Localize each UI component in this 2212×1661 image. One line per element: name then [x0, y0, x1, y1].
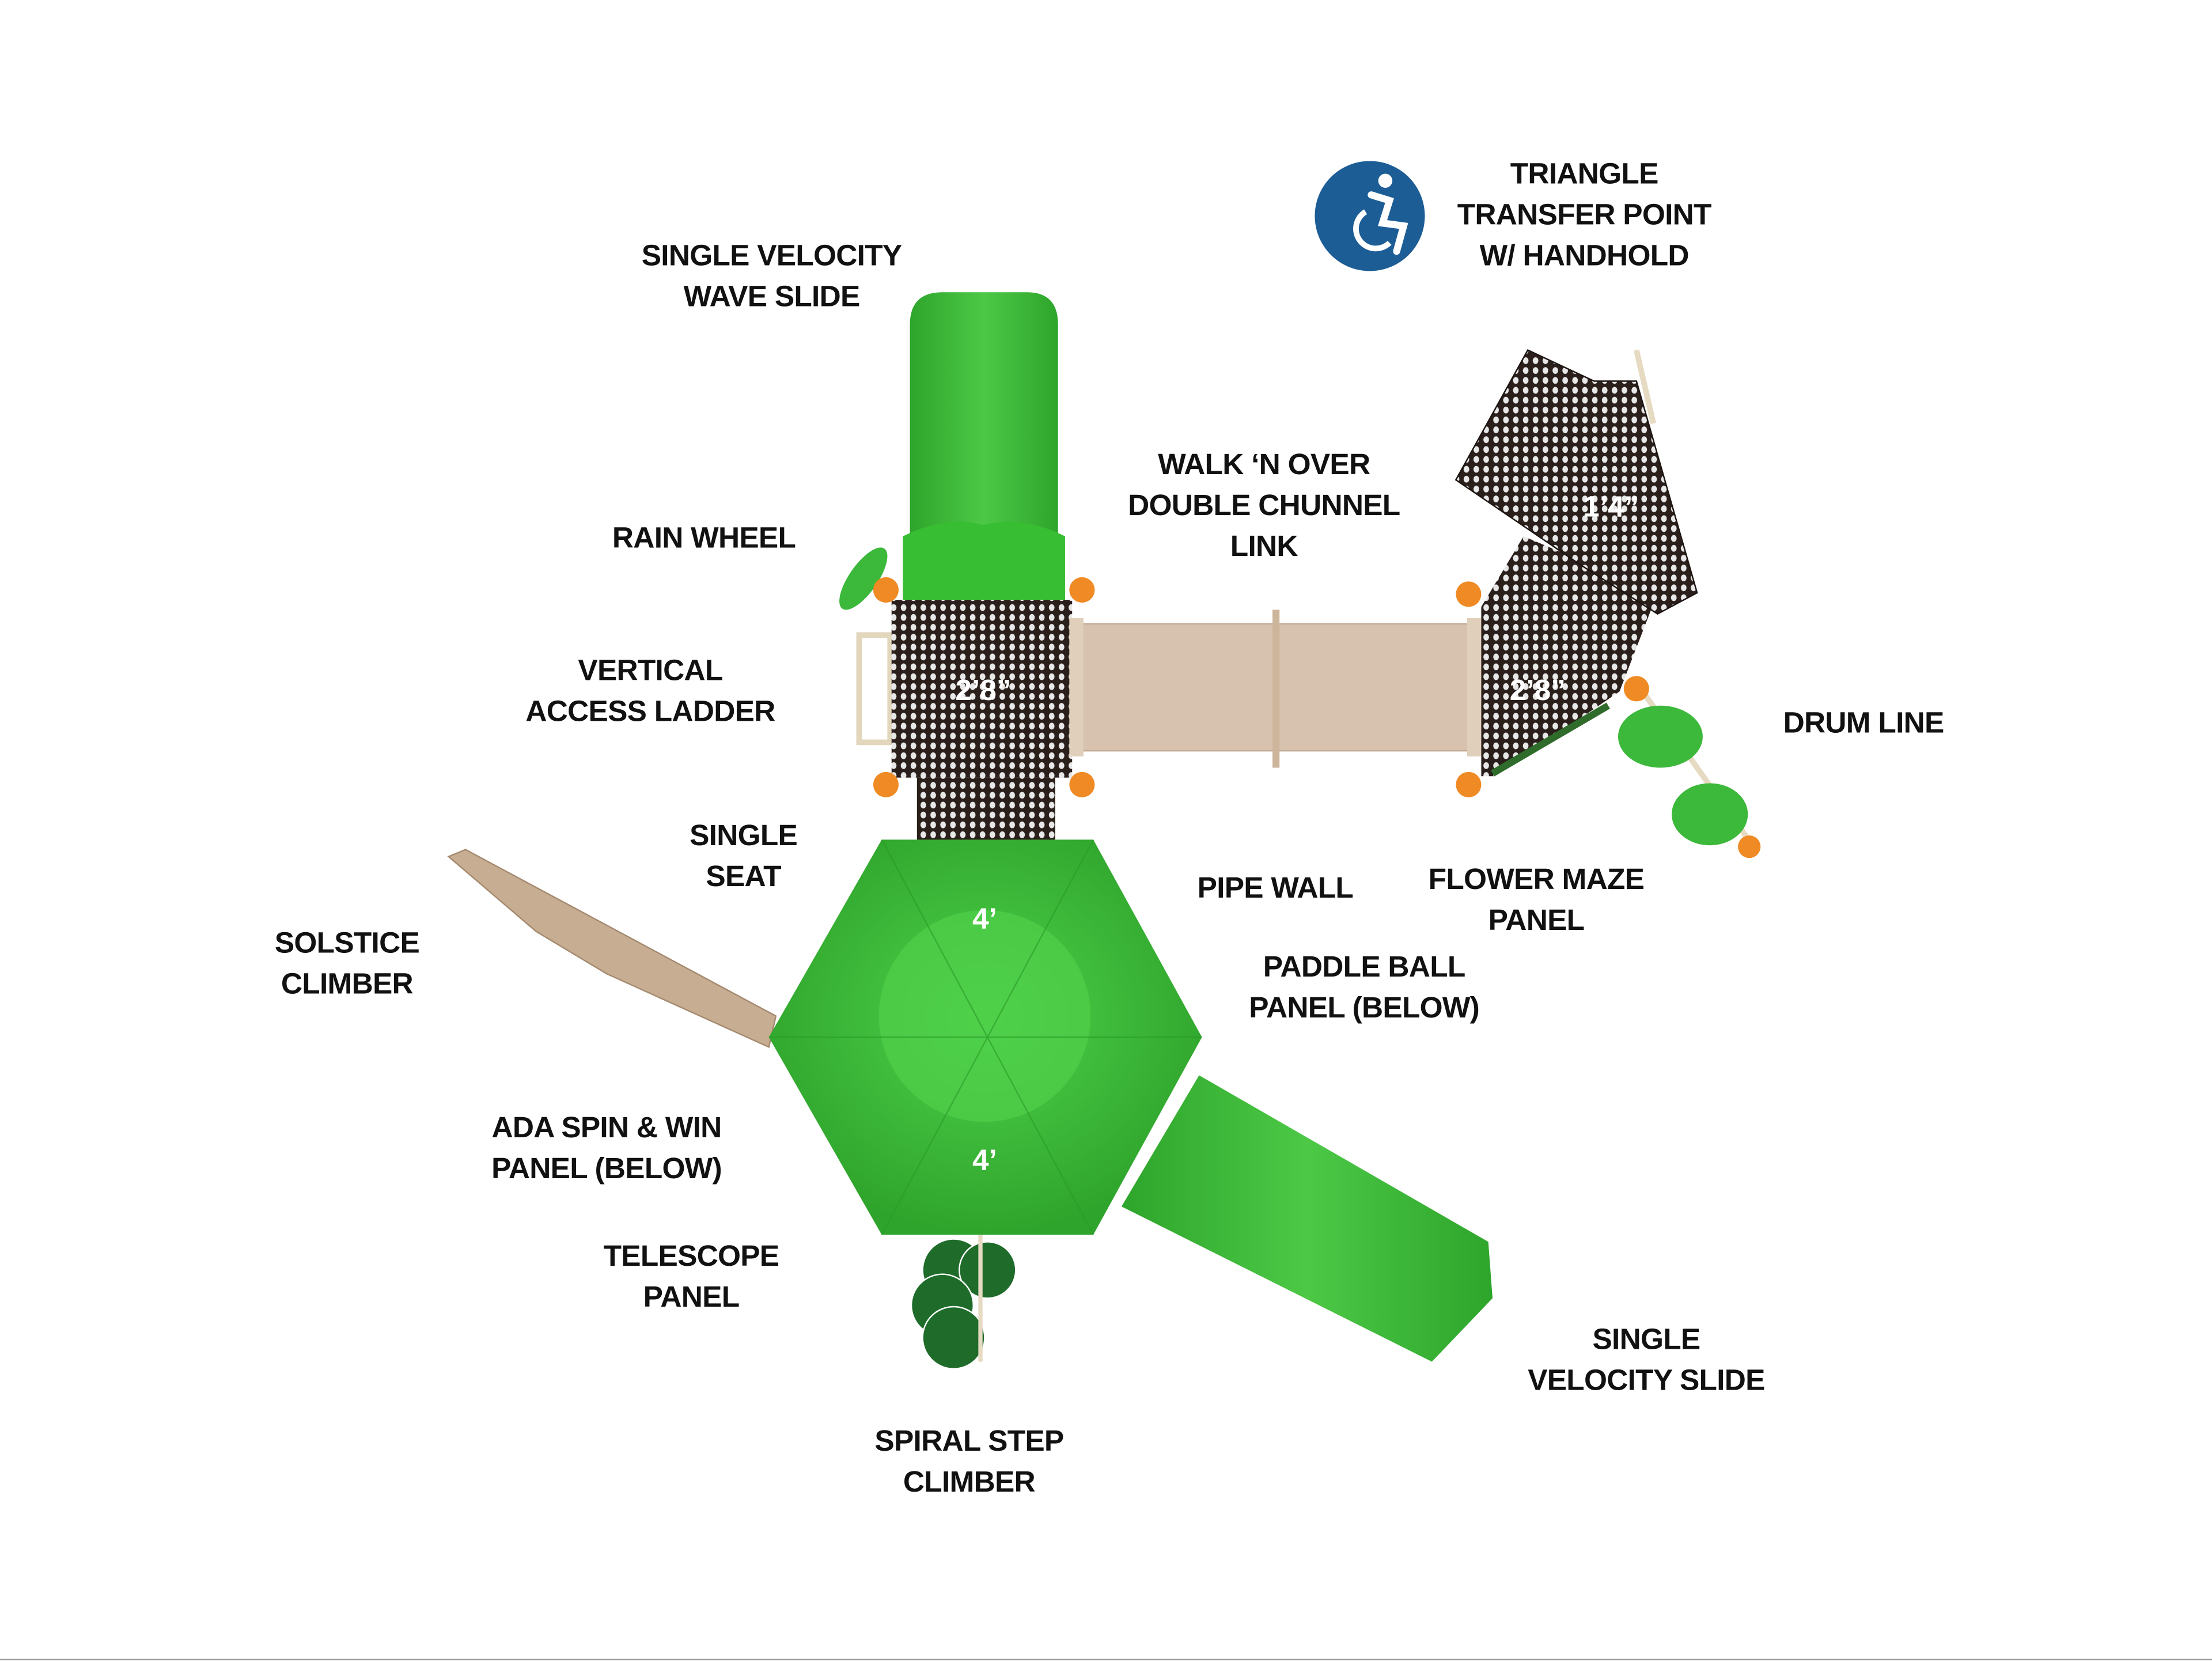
flower-maze-panel: [1490, 702, 1610, 777]
height-deck-left: 2’8”: [955, 673, 1011, 706]
handhold: [1634, 349, 1656, 425]
height-dome-bottom: 4’: [972, 1142, 997, 1176]
deck-left: [891, 600, 1073, 778]
spiral-step-climber: [910, 1235, 1017, 1370]
height-dome-top: 4’: [972, 902, 997, 935]
vertical-access-ladder: [856, 632, 893, 746]
dome-roof: [768, 839, 1202, 1235]
label-drum-line: DRUM LINE: [1783, 705, 1944, 739]
single-seat-step: [916, 777, 1055, 849]
wave-slide: [903, 292, 1065, 600]
double-chunnel-link: [1069, 610, 1482, 768]
label-rain-wheel: RAIN WHEEL: [612, 520, 796, 554]
solstice-climber: [447, 849, 777, 1049]
post-caps: [873, 577, 1761, 858]
deck-right: [1481, 536, 1658, 777]
triangle-transfer-point: [1455, 349, 1698, 615]
label-pipe-wall: PIPE WALL: [1198, 871, 1353, 904]
height-transfer: 1’4”: [1583, 490, 1639, 523]
height-deck-right: 2’8”: [1510, 673, 1566, 706]
drum-line: [1618, 687, 1756, 849]
wheelchair-accessibility-icon: [1315, 161, 1425, 271]
rain-wheel: [839, 547, 888, 610]
single-velocity-slide: [1121, 1075, 1493, 1362]
